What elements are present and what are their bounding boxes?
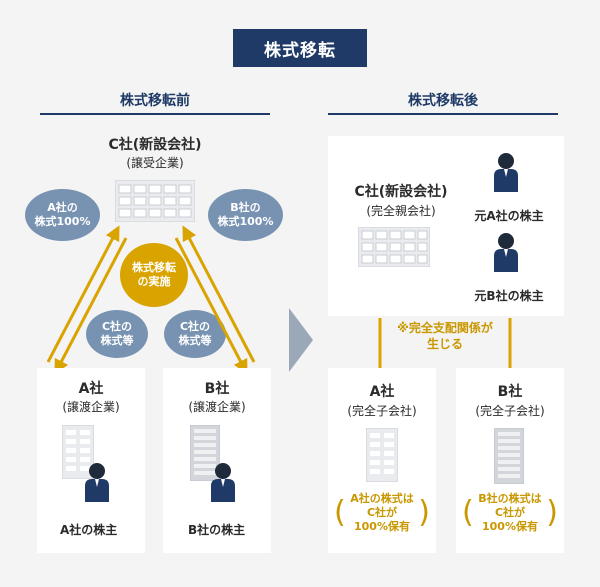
before-a-building-icon xyxy=(62,425,94,479)
before-a-holder-label: A社の株主 xyxy=(60,523,118,537)
bubble-c-shares-to-b: C社の 株式等 xyxy=(164,310,226,358)
before-c-role: (譲受企業) xyxy=(126,156,184,170)
before-b-building-icon xyxy=(190,425,220,481)
before-b-shareholder-icon xyxy=(211,463,235,502)
after-b-role: (完全子会社) xyxy=(475,404,545,418)
after-former-b-holder-label: 元B社の株主 xyxy=(474,289,544,303)
bubble-c-shares-to-a: C社の 株式等 xyxy=(86,310,148,358)
after-b-building-icon xyxy=(494,428,524,484)
arrow-b-to-c xyxy=(182,225,256,363)
before-c-name: C社(新設会社) xyxy=(108,137,202,153)
before-b-holder-label: B社の株主 xyxy=(188,523,246,537)
after-a-building-icon xyxy=(366,428,398,482)
after-b-name: B社 xyxy=(497,384,523,400)
arrow-c-to-a xyxy=(54,237,128,375)
after-c-role: (完全親会社) xyxy=(366,204,436,218)
after-a-name: A社 xyxy=(369,384,395,400)
arrow-c-to-b xyxy=(174,237,248,375)
bubble-b-shares-to-c: B社の 株式100% xyxy=(208,189,283,241)
after-a-role: (完全子会社) xyxy=(347,404,417,418)
transition-arrow-icon xyxy=(289,308,313,372)
after-former-a-holder-label: 元A社の株主 xyxy=(474,209,544,223)
after-former-a-shareholder-icon xyxy=(494,153,518,192)
after-heading-rule xyxy=(328,113,558,115)
before-heading-rule xyxy=(40,113,270,115)
share-transfer-circle: 株式移転 の実施 xyxy=(120,243,188,307)
after-a-ownership: ( A社の株式は C社が 100%保有 ) xyxy=(334,492,430,533)
before-heading: 株式移転前 xyxy=(120,93,190,109)
after-heading: 株式移転後 xyxy=(408,93,478,109)
after-former-b-shareholder-icon xyxy=(494,233,518,272)
before-a-role: (譲渡企業) xyxy=(62,400,120,414)
before-a-shareholder-icon xyxy=(85,463,109,502)
bubble-a-shares-to-c: A社の 株式100% xyxy=(25,189,100,241)
before-b-name: B社 xyxy=(204,381,230,397)
before-a-name: A社 xyxy=(78,381,104,397)
arrow-a-to-c xyxy=(46,225,120,363)
after-c-card xyxy=(328,136,564,316)
after-c-building-icon xyxy=(358,227,430,267)
relation-note: ※完全支配関係が 生じる xyxy=(392,320,498,352)
after-b-ownership: ( B社の株式は C社が 100%保有 ) xyxy=(462,492,558,533)
before-b-role: (譲渡企業) xyxy=(188,400,246,414)
diagram-title: 株式移転 xyxy=(233,29,367,67)
before-c-building-icon xyxy=(115,180,195,222)
after-c-name: C社(新設会社) xyxy=(354,184,448,200)
